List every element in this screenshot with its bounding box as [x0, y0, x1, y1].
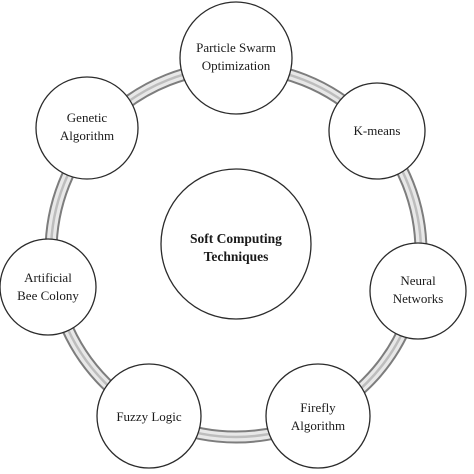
center-label-line1: Soft Computing: [190, 231, 282, 246]
node-firefly-algorithm: Firefly Algorithm: [265, 363, 371, 469]
node-label-line2: Bee Colony: [17, 288, 79, 303]
node-neural-networks: Neural Networks: [369, 242, 467, 340]
node-label-line1: Particle Swarm: [196, 40, 276, 55]
node-label-line1: Genetic: [67, 110, 108, 125]
node-genetic-algorithm: Genetic Algorithm: [35, 76, 139, 180]
node-label-line2: Optimization: [202, 58, 271, 73]
node-label-line2: Algorithm: [60, 128, 114, 143]
node-particle-swarm-optimization: Particle Swarm Optimization: [179, 1, 293, 115]
node-label-line1: Firefly: [300, 400, 336, 415]
node-label-line1: Neural: [400, 273, 436, 288]
node-fuzzy-logic: Fuzzy Logic: [96, 363, 202, 469]
node-label-line2: Networks: [393, 291, 444, 306]
node-k-means: K-means: [328, 82, 426, 180]
node-label-line2: Algorithm: [291, 418, 345, 433]
node-label-line1: Fuzzy Logic: [116, 409, 182, 424]
node-artificial-bee-colony: Artificial Bee Colony: [0, 238, 97, 336]
center-label-line2: Techniques: [204, 249, 269, 264]
node-label-line1: Artificial: [24, 270, 72, 285]
node-label-line1: K-means: [354, 123, 401, 138]
center-node: Soft Computing Techniques: [160, 168, 312, 320]
